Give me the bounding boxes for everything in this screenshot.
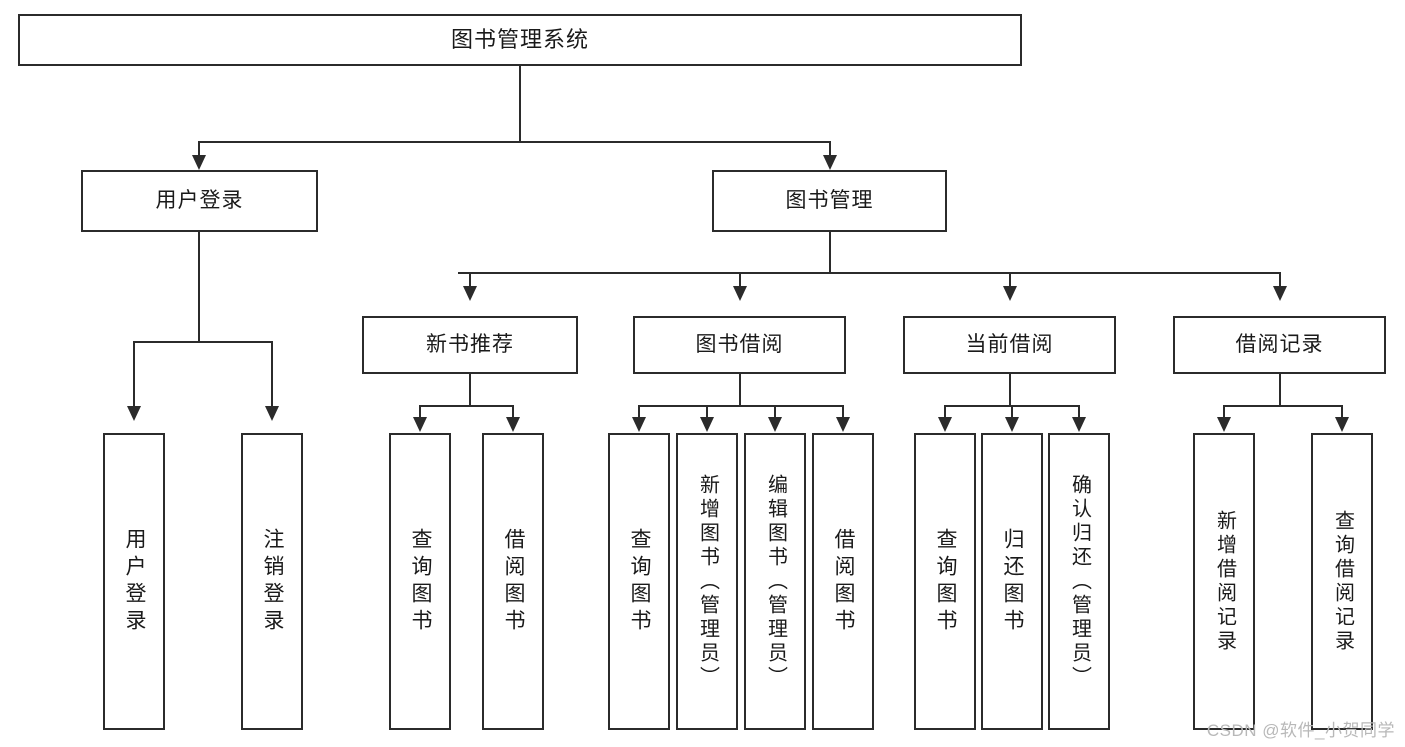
leaf-user-login[interactable]: 用户登录 bbox=[103, 433, 165, 730]
leaf-query-book-borrow[interactable]: 查询图书 bbox=[608, 433, 670, 730]
connector-root-stem bbox=[519, 66, 521, 142]
connector-level2-bus bbox=[198, 141, 830, 143]
arrow-to-nbr-leaf-1 bbox=[413, 417, 427, 432]
connector-drop-bb-leaf-2 bbox=[706, 405, 708, 419]
arrow-to-bb-leaf-4 bbox=[836, 417, 850, 432]
arrow-to-br-leaf-2 bbox=[1335, 417, 1349, 432]
connector-book-borrow-bus bbox=[638, 405, 843, 407]
arrow-to-book-borrow bbox=[733, 286, 747, 301]
connector-drop-br-leaf-1 bbox=[1223, 405, 1225, 419]
leaf-query-book-recommend[interactable]: 查询图书 bbox=[389, 433, 451, 730]
leaf-query-borrow-record[interactable]: 查询借阅记录 bbox=[1311, 433, 1373, 730]
arrow-to-book-management bbox=[823, 155, 837, 170]
connector-new-book-rec-bus bbox=[419, 405, 513, 407]
connector-drop-br-leaf-2 bbox=[1341, 405, 1343, 419]
leaf-return-book[interactable]: 归还图书 bbox=[981, 433, 1043, 730]
connector-drop-nbr-leaf-2 bbox=[512, 405, 514, 419]
leaf-edit-book-admin[interactable]: 编辑图书（管理员） bbox=[744, 433, 806, 730]
node-book-borrow[interactable]: 图书借阅 bbox=[633, 316, 846, 374]
connector-borrow-record-bus bbox=[1223, 405, 1342, 407]
arrow-to-leaf-user-login bbox=[127, 406, 141, 421]
connector-user-login-stem bbox=[198, 232, 200, 342]
arrow-to-leaf-logout bbox=[265, 406, 279, 421]
arrow-to-current-borrow bbox=[1003, 286, 1017, 301]
node-root-book-management-system[interactable]: 图书管理系统 bbox=[18, 14, 1022, 66]
arrow-to-bb-leaf-3 bbox=[768, 417, 782, 432]
connector-drop-bb-leaf-3 bbox=[774, 405, 776, 419]
connector-new-book-rec-stem bbox=[469, 374, 471, 406]
node-current-borrow[interactable]: 当前借阅 bbox=[903, 316, 1116, 374]
csdn-watermark: CSDN @软件_小贺同学 bbox=[1206, 721, 1395, 740]
connector-book-borrow-stem bbox=[739, 374, 741, 406]
arrow-to-user-login bbox=[192, 155, 206, 170]
arrow-to-cb-leaf-3 bbox=[1072, 417, 1086, 432]
connector-drop-cb-leaf-1 bbox=[944, 405, 946, 419]
connector-drop-borrow-record bbox=[1279, 272, 1281, 288]
arrow-to-nbr-leaf-2 bbox=[506, 417, 520, 432]
connector-drop-leaf-user-login bbox=[133, 341, 135, 408]
connector-drop-nbr-leaf-1 bbox=[419, 405, 421, 419]
node-book-management[interactable]: 图书管理 bbox=[712, 170, 947, 232]
connector-drop-cb-leaf-2 bbox=[1011, 405, 1013, 419]
connector-current-borrow-stem bbox=[1009, 374, 1011, 406]
connector-drop-book-borrow bbox=[739, 272, 741, 288]
leaf-confirm-return-admin[interactable]: 确认归还（管理员） bbox=[1048, 433, 1110, 730]
leaf-borrow-book-recommend[interactable]: 借阅图书 bbox=[482, 433, 544, 730]
arrow-to-bb-leaf-1 bbox=[632, 417, 646, 432]
connector-drop-new-book-rec bbox=[469, 272, 471, 288]
node-user-login[interactable]: 用户登录 bbox=[81, 170, 318, 232]
connector-level3-bus bbox=[458, 272, 1279, 274]
connector-user-login-bus bbox=[133, 341, 272, 343]
arrow-to-bb-leaf-2 bbox=[700, 417, 714, 432]
connector-drop-bb-leaf-4 bbox=[842, 405, 844, 419]
connector-drop-cb-leaf-3 bbox=[1078, 405, 1080, 419]
connector-book-management-stem bbox=[829, 232, 831, 274]
connector-drop-leaf-logout bbox=[271, 341, 273, 408]
arrow-to-new-book-rec bbox=[463, 286, 477, 301]
arrow-to-cb-leaf-2 bbox=[1005, 417, 1019, 432]
leaf-add-borrow-record[interactable]: 新增借阅记录 bbox=[1193, 433, 1255, 730]
node-new-book-recommend[interactable]: 新书推荐 bbox=[362, 316, 578, 374]
node-borrow-record[interactable]: 借阅记录 bbox=[1173, 316, 1386, 374]
leaf-logout[interactable]: 注销登录 bbox=[241, 433, 303, 730]
leaf-query-book-current[interactable]: 查询图书 bbox=[914, 433, 976, 730]
connector-drop-bb-leaf-1 bbox=[638, 405, 640, 419]
arrow-to-br-leaf-1 bbox=[1217, 417, 1231, 432]
leaf-borrow-book[interactable]: 借阅图书 bbox=[812, 433, 874, 730]
arrow-to-borrow-record bbox=[1273, 286, 1287, 301]
connector-borrow-record-stem bbox=[1279, 374, 1281, 406]
connector-drop-book-management bbox=[829, 141, 831, 157]
arrow-to-cb-leaf-1 bbox=[938, 417, 952, 432]
leaf-add-book-admin[interactable]: 新增图书（管理员） bbox=[676, 433, 738, 730]
connector-drop-current-borrow bbox=[1009, 272, 1011, 288]
connector-drop-user-login bbox=[198, 141, 200, 157]
